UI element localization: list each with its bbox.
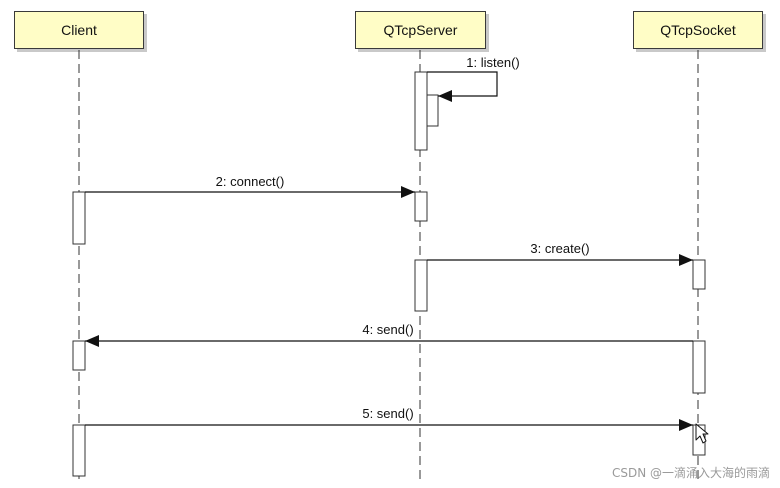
activation-bar-socket-create [692, 259, 706, 290]
activation-bar-client-send [72, 424, 86, 477]
activation-bar-client-receive [72, 340, 86, 371]
message-connect-label: 2: connect() [216, 174, 285, 189]
lifeline-client-box: Client [14, 11, 144, 49]
activation-bar-server-listen [414, 71, 428, 151]
activation-bar-socket-send [692, 340, 706, 394]
message-send-4-label: 4: send() [362, 322, 413, 337]
watermark: CSDN @一滴涌入大海的雨滴 [611, 466, 770, 480]
message-listen-arrow [427, 71, 498, 102]
message-send-5-label: 5: send() [362, 406, 413, 421]
lifeline-qtcpsocket-label: QTcpSocket [660, 22, 736, 38]
lifeline-qtcpserver-label: QTcpServer [383, 22, 458, 38]
activation-bar-server-connect [414, 191, 428, 222]
mouse-cursor-icon [695, 423, 709, 444]
lifeline-qtcpserver-box: QTcpServer [355, 11, 486, 49]
activation-bar-server-listen-nested [426, 94, 439, 127]
activation-bar-server-create [414, 259, 428, 312]
activation-bar-client-connect [72, 191, 86, 245]
message-listen-label: 1: listen() [466, 55, 519, 70]
message-create-label: 3: create() [530, 241, 589, 256]
lifeline-qtcpsocket-box: QTcpSocket [633, 11, 763, 49]
lifeline-client-label: Client [61, 22, 97, 38]
